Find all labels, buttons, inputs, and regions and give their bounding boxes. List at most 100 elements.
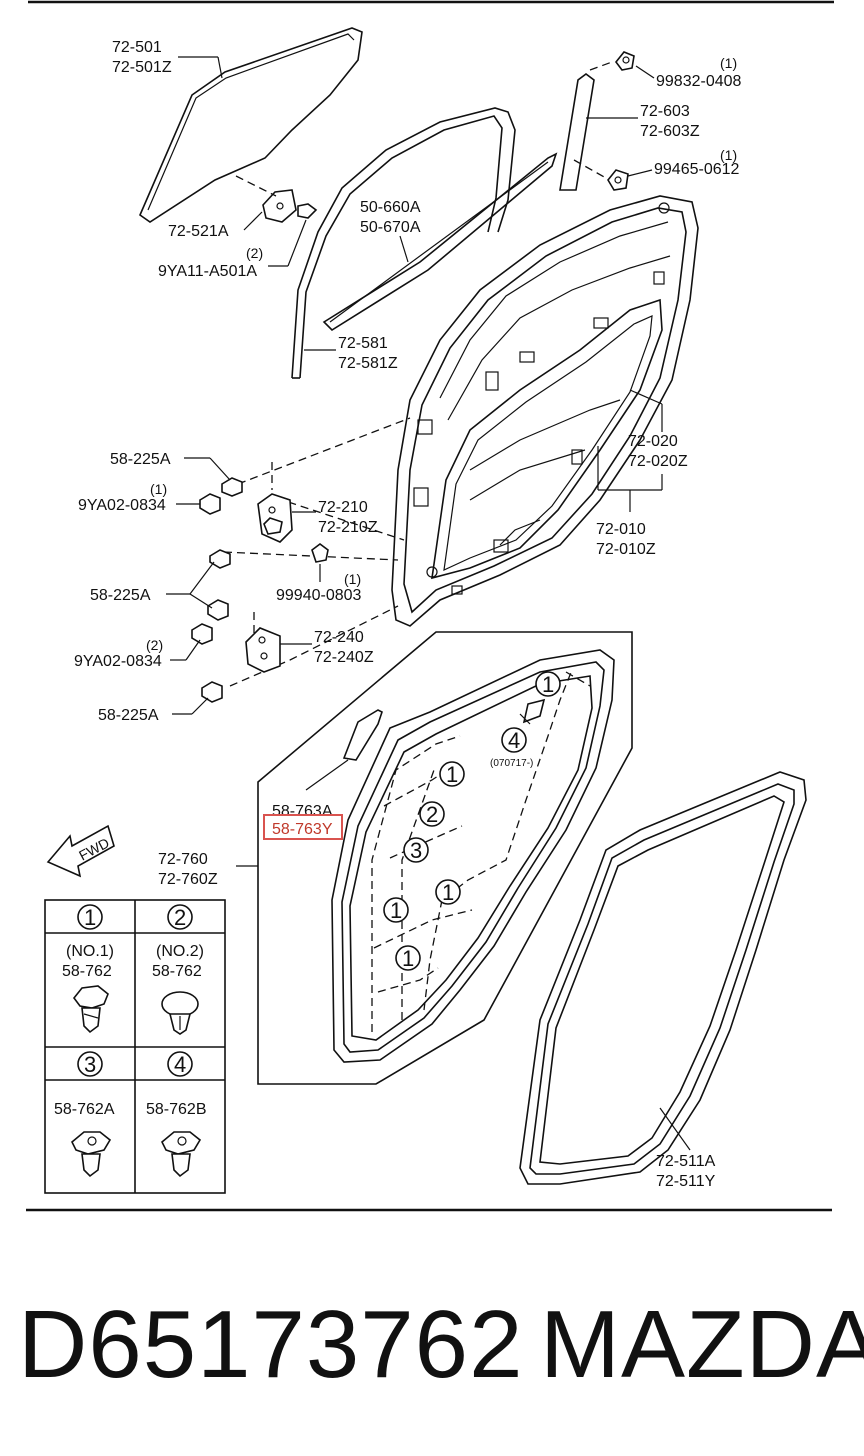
detail-box bbox=[257, 631, 633, 1085]
label-72-760: 72-760 bbox=[158, 851, 208, 868]
label-72-501z: 72-501Z bbox=[112, 59, 172, 76]
door-seal-shape bbox=[519, 771, 807, 1185]
callout-2: 2 bbox=[426, 802, 438, 827]
label-72-521a: 72-521A bbox=[168, 223, 229, 240]
bolt-58-225a-3 bbox=[201, 681, 223, 703]
label-72-511a: 72-511A bbox=[656, 1153, 716, 1170]
label-58-763y: 58-763Y bbox=[272, 821, 333, 838]
label-72-581z: 72-581Z bbox=[338, 355, 398, 372]
brand-name: MAZDA bbox=[540, 1291, 864, 1398]
legend-circle-1 bbox=[77, 904, 103, 930]
bolt-58-225a-2a bbox=[209, 549, 231, 569]
label-date-code: (070717-) bbox=[490, 758, 533, 769]
lower-hinge-shape bbox=[245, 627, 281, 673]
door-glass-shape bbox=[139, 27, 363, 223]
label-72-010z: 72-010Z bbox=[596, 541, 656, 558]
label-qty-2-a: (2) bbox=[246, 245, 263, 261]
bolt-58-225a-1 bbox=[221, 477, 243, 497]
label-qty-2-b: (2) bbox=[146, 637, 163, 653]
label-50-670a: 50-670A bbox=[360, 219, 421, 236]
label-qty-1-c: (1) bbox=[150, 481, 167, 497]
callout-1-mid: 1 bbox=[446, 762, 458, 787]
clip-3-icon bbox=[71, 1131, 112, 1178]
bolt-9ya02-a bbox=[199, 493, 221, 515]
clip-arrow-shape bbox=[519, 698, 546, 725]
label-72-603z: 72-603Z bbox=[640, 123, 700, 140]
bolt-58-225a-2b bbox=[207, 599, 229, 621]
callout-circle-3 bbox=[403, 837, 429, 863]
legend-no2: (NO.2) bbox=[156, 943, 204, 960]
screw-99465-shape bbox=[607, 169, 629, 191]
label-72-603: 72-603 bbox=[640, 103, 690, 120]
label-99832-0408: 99832-0408 bbox=[656, 73, 742, 90]
garnish-strip-shape bbox=[559, 61, 613, 191]
label-qty-1-d: (1) bbox=[344, 571, 361, 587]
label-72-240: 72-240 bbox=[314, 629, 364, 646]
callout-4: 4 bbox=[508, 728, 520, 753]
label-72-760z: 72-760Z bbox=[158, 871, 218, 888]
callout-1-a: 1 bbox=[442, 880, 454, 905]
label-99465-0612: 99465-0612 bbox=[654, 161, 740, 178]
callout-circle-a bbox=[435, 879, 461, 905]
fwd-arrow-icon: FWD bbox=[46, 824, 115, 878]
callout-3: 3 bbox=[410, 838, 422, 863]
glass-bracket-shape bbox=[262, 189, 318, 223]
label-99940-0803: 99940-0803 bbox=[276, 587, 362, 604]
label-72-240z: 72-240Z bbox=[314, 649, 374, 666]
part-number: D65173762 bbox=[18, 1291, 524, 1398]
callout-circle-b bbox=[383, 897, 409, 923]
highlight-box bbox=[263, 814, 343, 840]
legend-head-3: 3 bbox=[84, 1052, 96, 1077]
callout-circle-c bbox=[395, 945, 421, 971]
callout-circle-top bbox=[535, 671, 561, 697]
label-qty-1-b: (1) bbox=[720, 147, 737, 163]
label-72-010: 72-010 bbox=[596, 521, 646, 538]
belt-moulding-shape bbox=[322, 152, 558, 332]
label-qty-1-a: (1) bbox=[720, 55, 737, 71]
label-72-020: 72-020 bbox=[628, 433, 678, 450]
label-58-225a-3: 58-225A bbox=[98, 707, 159, 724]
callout-circle-4 bbox=[501, 727, 527, 753]
label-9ya02-0834-a: 9YA02-0834 bbox=[78, 497, 166, 514]
clip-1-icon bbox=[72, 985, 109, 1034]
legend-part-4: 58-762B bbox=[146, 1101, 207, 1118]
clip-4-icon bbox=[161, 1131, 202, 1178]
label-58-763a: 58-763A bbox=[272, 803, 333, 820]
label-9ya02-0834-b: 9YA02-0834 bbox=[74, 653, 162, 670]
legend-circle-2 bbox=[167, 904, 193, 930]
label-72-581: 72-581 bbox=[338, 335, 388, 352]
upper-hinge-shape bbox=[257, 493, 293, 543]
label-72-020z: 72-020Z bbox=[628, 453, 688, 470]
callout-1-c: 1 bbox=[402, 946, 414, 971]
run-channel-shape bbox=[291, 107, 516, 379]
legend-circle-4 bbox=[167, 1051, 193, 1077]
callout-1-top: 1 bbox=[542, 672, 554, 697]
label-72-511y: 72-511Y bbox=[656, 1173, 716, 1190]
label-9ya11-a501a: 9YA11-A501A bbox=[158, 263, 257, 280]
legend-table bbox=[44, 899, 226, 1194]
legend-no1: (NO.1) bbox=[66, 943, 114, 960]
nut-99940 bbox=[311, 543, 329, 563]
legend-part-3: 58-762A bbox=[54, 1101, 115, 1118]
door-shell-shape bbox=[391, 195, 699, 627]
bolt-9ya02-b bbox=[191, 623, 213, 645]
label-72-501: 72-501 bbox=[112, 39, 162, 56]
inner-weatherstrip-shape bbox=[331, 649, 615, 1063]
label-58-225a-2: 58-225A bbox=[90, 587, 151, 604]
legend-head-1: 1 bbox=[84, 905, 96, 930]
legend-part-1: 58-762 bbox=[62, 963, 112, 980]
legend-circle-3 bbox=[77, 1051, 103, 1077]
legend-part-2: 58-762 bbox=[152, 963, 202, 980]
callout-1-b: 1 bbox=[390, 898, 402, 923]
label-72-210: 72-210 bbox=[318, 499, 368, 516]
legend-head-4: 4 bbox=[174, 1052, 186, 1077]
door-inner-strip-shape bbox=[342, 709, 383, 761]
label-50-660a: 50-660A bbox=[360, 199, 421, 216]
legend-head-2: 2 bbox=[174, 905, 186, 930]
label-72-210z: 72-210Z bbox=[318, 519, 378, 536]
label-58-225a-1: 58-225A bbox=[110, 451, 171, 468]
callout-circle-mid bbox=[439, 761, 465, 787]
footer: D65173762 MAZDA bbox=[0, 1290, 864, 1420]
clip-2-icon bbox=[161, 991, 199, 1035]
